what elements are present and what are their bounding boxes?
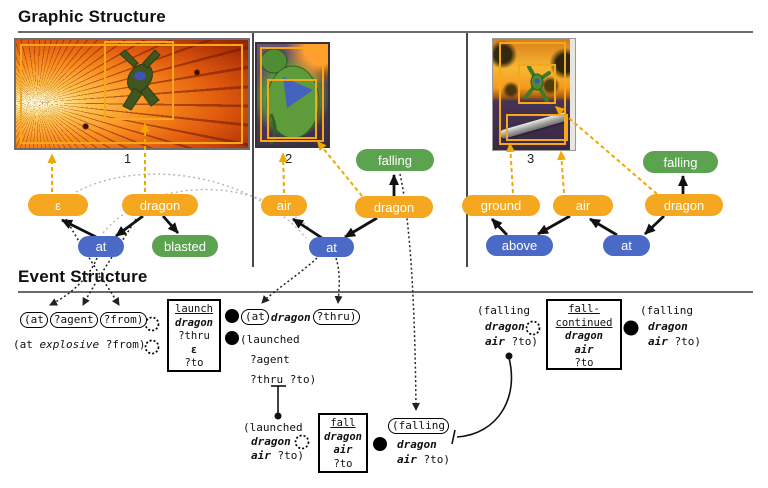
schema-title-launch: launch — [175, 303, 213, 315]
token: (launched — [240, 333, 300, 346]
token-dragon: dragon — [648, 319, 688, 333]
event-node-at2: (at — [241, 309, 269, 325]
node-p3-dragon: dragon — [645, 194, 723, 216]
event-section-rule — [18, 291, 753, 293]
dragon-closeup-art — [260, 48, 320, 145]
node-p3-falling: falling — [643, 151, 718, 173]
token-air: air — [485, 335, 505, 348]
schema-arg: dragon — [175, 316, 213, 329]
token-explosive: explosive — [39, 338, 100, 351]
schema-arg: ?to — [574, 357, 594, 369]
token-dragon: dragon — [397, 438, 437, 451]
schema-arg: air — [574, 343, 594, 356]
token-air: air — [397, 453, 417, 466]
node-p1-blasted: blasted — [152, 235, 218, 257]
node-p2-falling: falling — [356, 149, 434, 171]
token-dragon: dragon — [251, 435, 291, 448]
token: (launched — [243, 421, 303, 434]
t-connector — [271, 385, 286, 420]
open-arg-circles — [144, 316, 541, 450]
event-arg-row-1: (at ?agent ?from) — [20, 312, 148, 328]
schema-box-fall-continued: fall- continued dragon air ?to — [546, 299, 622, 370]
token: ?from) — [105, 338, 146, 351]
schema-title-continued: continued — [555, 316, 613, 329]
schema-arg: ?to — [184, 357, 204, 369]
token: (at — [13, 338, 33, 351]
panel-2-number: 2 — [285, 151, 293, 166]
token-dragon: dragon — [485, 319, 525, 333]
schema-arg: dragon — [324, 430, 362, 443]
node-p1-epsilon: ε — [28, 194, 88, 216]
yellow-dashed-arrows — [47, 106, 658, 197]
page-edge-strip — [570, 39, 575, 150]
small-dragon-figure-art — [524, 65, 551, 103]
schema-box-launch: launch dragon ?thru ε ?to — [167, 299, 221, 372]
schema-arg: dragon — [565, 330, 603, 342]
panel1-region-box-dragon — [104, 41, 174, 120]
panel3-region-box-ground — [506, 114, 568, 141]
schema-arg: ε — [190, 343, 198, 356]
schema-title-fall: fall — [330, 417, 356, 429]
node-p2-at: at — [309, 237, 354, 257]
token: ?agent — [250, 353, 290, 366]
panel-divider-2 — [466, 33, 468, 267]
panel-divider-1 — [252, 33, 254, 267]
token-dragon: dragon — [270, 310, 311, 324]
schema-arg: ?to — [333, 457, 353, 470]
token: (falling — [477, 304, 530, 317]
token: (falling — [640, 304, 693, 317]
panel-1-number: 1 — [124, 151, 132, 166]
token: ?to) — [674, 335, 702, 348]
schema-arg: ?thru — [178, 330, 210, 342]
dragon-figure-art — [119, 49, 161, 111]
grounded-expr-falling-right: (falling dragon air ?to) — [640, 303, 701, 350]
event-structure-title: Event Structure — [18, 267, 148, 286]
instantiation-dots — [225, 309, 639, 451]
graph-edges — [61, 174, 688, 240]
dotted-connectors — [49, 173, 420, 411]
schema-box-fall: fall dragon air ?to — [318, 413, 368, 473]
node-p3-air: air — [553, 195, 613, 216]
token: ?to) — [277, 449, 305, 462]
node-p3-ground: ground — [462, 195, 540, 216]
panel2-region-box-outer — [260, 47, 324, 142]
token: ?thru ?to) — [250, 373, 317, 386]
token-air: air — [251, 449, 271, 462]
event-arg-row-2: (at dragon ?thru) — [241, 309, 361, 325]
inhibit-curve — [451, 352, 513, 445]
event-node-from: ?from) — [99, 312, 148, 328]
event-node-agent: ?agent — [49, 312, 98, 328]
event-node-falling: (falling — [388, 418, 449, 434]
comic-panel-3-image — [492, 38, 576, 151]
node-p3-at: at — [603, 235, 650, 256]
graphic-section-rule — [18, 31, 753, 33]
grounded-expr-explosive: (at explosive ?from) — [13, 338, 145, 351]
schema-title-fall-continued: fall- — [568, 303, 600, 315]
node-p2-dragon: dragon — [355, 196, 433, 218]
node-p1-dragon: dragon — [122, 194, 198, 216]
token-air: air — [648, 335, 668, 348]
token: ?to) — [511, 335, 539, 348]
node-p2-air: air — [261, 195, 307, 216]
panel3-region-box-dragon — [518, 64, 556, 104]
comic-panel-1-image — [14, 38, 250, 150]
grounded-expr-falling-mid: (falling dragon air ?to) — [388, 416, 450, 466]
token: ?to) — [423, 453, 451, 466]
panel3-region-box-outer — [499, 42, 566, 145]
event-node-at: (at — [20, 312, 48, 328]
panel-3-number: 3 — [527, 151, 535, 166]
grounded-expr-launched: (launched dragon air ?to) — [243, 421, 304, 463]
schema-arg: air — [333, 444, 353, 456]
node-p1-at: at — [78, 236, 124, 257]
panel2-region-box-dragon — [267, 79, 317, 139]
schema-expr-launched: (launched ?agent ?thru ?to) — [240, 330, 316, 390]
grounded-expr-falling-left: (falling dragon air ?to) — [477, 303, 538, 350]
graphic-structure-title: Graphic Structure — [18, 7, 166, 26]
panel1-region-box-explosion — [20, 44, 243, 144]
comic-panel-2-image — [255, 42, 330, 148]
event-node-thru: ?thru) — [312, 309, 361, 325]
node-p3-above: above — [486, 235, 553, 256]
